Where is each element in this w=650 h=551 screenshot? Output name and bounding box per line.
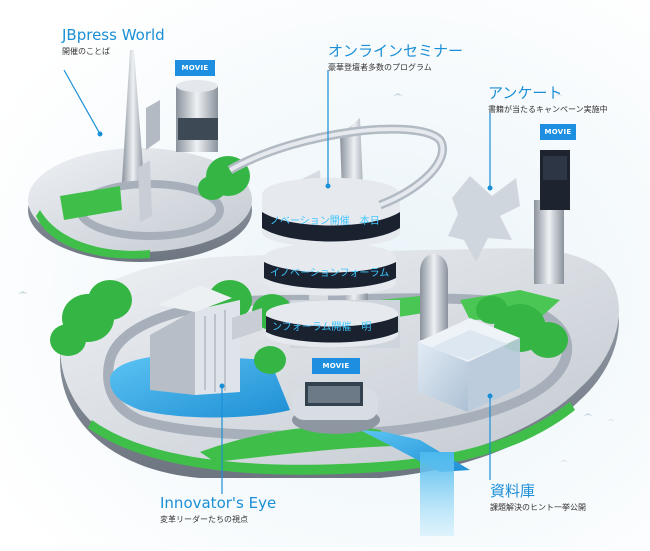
area-online-seminar[interactable]: オンラインセミナー 豪華登壇者多数のプログラム xyxy=(328,42,463,74)
area-title: 資料庫 xyxy=(490,482,536,500)
tower-band-text-2: イノベーションフォーラム xyxy=(270,267,389,279)
area-title: アンケート xyxy=(488,84,563,102)
tower-band-text-3: ンフォーラム開催 明 xyxy=(272,320,371,333)
leader-lines xyxy=(63,69,491,494)
jbpress-island xyxy=(28,50,252,262)
area-title: JBpress World xyxy=(62,26,165,44)
movie-badge-innovators[interactable]: MOVIE xyxy=(312,358,360,374)
area-subtitle: 課題解決のヒント一挙公開 xyxy=(490,503,586,512)
area-resources[interactable]: 資料庫 課題解決のヒント一挙公開 xyxy=(490,482,586,514)
movie-kiosk xyxy=(292,382,380,434)
innovators-eye-building xyxy=(150,285,262,395)
area-subtitle: 変革リーダーたちの視点 xyxy=(160,515,248,524)
capsule-building xyxy=(420,254,448,340)
survey-buildings xyxy=(448,150,570,284)
seminar-tower: ノベーション開催 本日 イノベーションフォーラム ンフォーラム開催 明 xyxy=(262,118,400,348)
movie-badge-jbpress[interactable]: MOVIE xyxy=(175,60,215,76)
area-title: Innovator's Eye xyxy=(160,494,277,512)
area-jbpress-world[interactable]: JBpress World 開催のことば xyxy=(62,26,165,58)
birds xyxy=(18,93,615,462)
area-subtitle: 書籍が当たるキャンペーン実施中 xyxy=(488,105,608,114)
resources-cube xyxy=(418,318,520,412)
area-survey[interactable]: アンケート 書籍が当たるキャンペーン実施中 xyxy=(488,84,608,116)
area-subtitle: 開催のことば xyxy=(62,47,110,56)
area-title: オンラインセミナー xyxy=(328,42,464,60)
waterfall xyxy=(420,452,454,536)
tower-band-text-1: ノベーション開催 本日 xyxy=(270,214,380,227)
area-subtitle: 豪華登壇者多数のプログラム xyxy=(328,63,432,72)
sky-bridge-surface xyxy=(229,127,445,207)
area-innovators-eye[interactable]: Innovator's Eye 変革リーダーたちの視点 xyxy=(160,494,276,526)
movie-badge-survey[interactable]: MOVIE xyxy=(540,124,576,140)
leader-dots xyxy=(97,131,493,399)
